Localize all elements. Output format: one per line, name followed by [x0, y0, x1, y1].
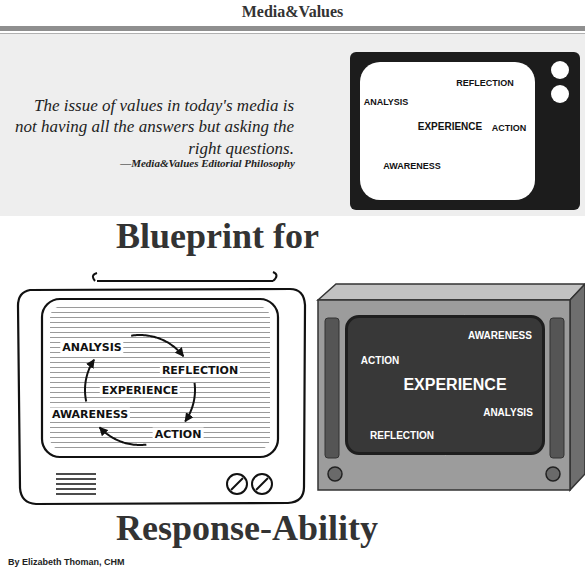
- header-rule-thin: [0, 33, 585, 34]
- cycle-step: AWARENESS: [50, 408, 130, 421]
- cycle-step: REFLECTION: [454, 78, 516, 88]
- tv-knob: [227, 474, 247, 494]
- header-rule: [0, 26, 585, 31]
- speaker-strip: [325, 318, 339, 458]
- step-label: ACTION: [492, 123, 527, 133]
- step-label: AWARENESS: [468, 330, 532, 341]
- headline: Blueprint for: [116, 216, 416, 257]
- center-word: EXPERIENCE: [100, 384, 180, 397]
- cycle-arrow: [85, 360, 94, 402]
- quote: The issue of values in today's media is …: [12, 95, 294, 159]
- center-word: EXPERIENCE: [401, 376, 508, 394]
- cycle-step: REFLECTION: [160, 364, 240, 377]
- sketch-tv-screen: [42, 299, 278, 457]
- tv-screen: EXPERIENCE ANALYSIS REFLECTION AWARENESS ACT…: [45, 302, 275, 454]
- tv-knob: [328, 467, 342, 481]
- tv-screen: EXPERIENCE REFLECTION ANALYSIS ACTION AWAREN…: [360, 62, 535, 200]
- cycle-arrow: [100, 427, 147, 445]
- attribution: —Media&Values Editorial Philosophy: [60, 157, 295, 170]
- step-label: ANALYSIS: [483, 407, 533, 418]
- tv-frame: [350, 52, 580, 210]
- cycle-step: ANALYSIS: [362, 97, 411, 107]
- cycle-step: AWARENESS: [466, 330, 534, 341]
- cycle-step: ACTION: [490, 123, 529, 133]
- tv-knob: [252, 474, 272, 494]
- step-label: ACTION: [155, 428, 202, 441]
- step-label: AWARENESS: [52, 408, 128, 421]
- antenna-line: [93, 272, 277, 281]
- cycle-step: ACTION: [153, 428, 204, 441]
- step-label: REFLECTION: [162, 364, 238, 377]
- cycle-step: ANALYSIS: [60, 341, 123, 354]
- scan-lines: [50, 306, 270, 450]
- cycle-arrow: [131, 335, 183, 356]
- tv-knob: [546, 467, 560, 481]
- cycle-step: ACTION: [359, 355, 401, 366]
- step-label: AWARENESS: [383, 161, 441, 171]
- header-ground: [0, 34, 585, 216]
- cycle-step: REFLECTION: [368, 430, 436, 441]
- cycle-step: AWARENESS: [381, 161, 443, 171]
- tv-side-face: [570, 284, 585, 490]
- knob-mark: [231, 478, 243, 490]
- step-label: REFLECTION: [456, 78, 514, 88]
- cycle-step: ANALYSIS: [481, 407, 535, 418]
- step-label: ANALYSIS: [62, 341, 121, 354]
- tv-top-face: [318, 284, 585, 300]
- tv-screen: EXPERIENCE AWARENESS ACTION ANALYSIS REFLECT…: [345, 315, 545, 455]
- step-label: ACTION: [361, 355, 399, 366]
- step-label: REFLECTION: [370, 430, 434, 441]
- sketch-tv-body: [18, 289, 305, 504]
- headline: Response-Ability: [116, 508, 446, 549]
- cycle-arrow: [185, 383, 195, 422]
- knob-mark: [256, 478, 268, 490]
- tv-knob: [551, 61, 569, 79]
- step-label: ANALYSIS: [364, 97, 409, 107]
- masthead: Media&Values: [0, 3, 585, 21]
- tv-knob: [551, 85, 569, 103]
- tv-front-face: [318, 300, 570, 490]
- center-word: EXPERIENCE: [416, 121, 484, 132]
- speaker-grille: [56, 474, 96, 494]
- speaker-strip: [550, 318, 564, 458]
- byline: By Elizabeth Thoman, CHM: [8, 557, 258, 568]
